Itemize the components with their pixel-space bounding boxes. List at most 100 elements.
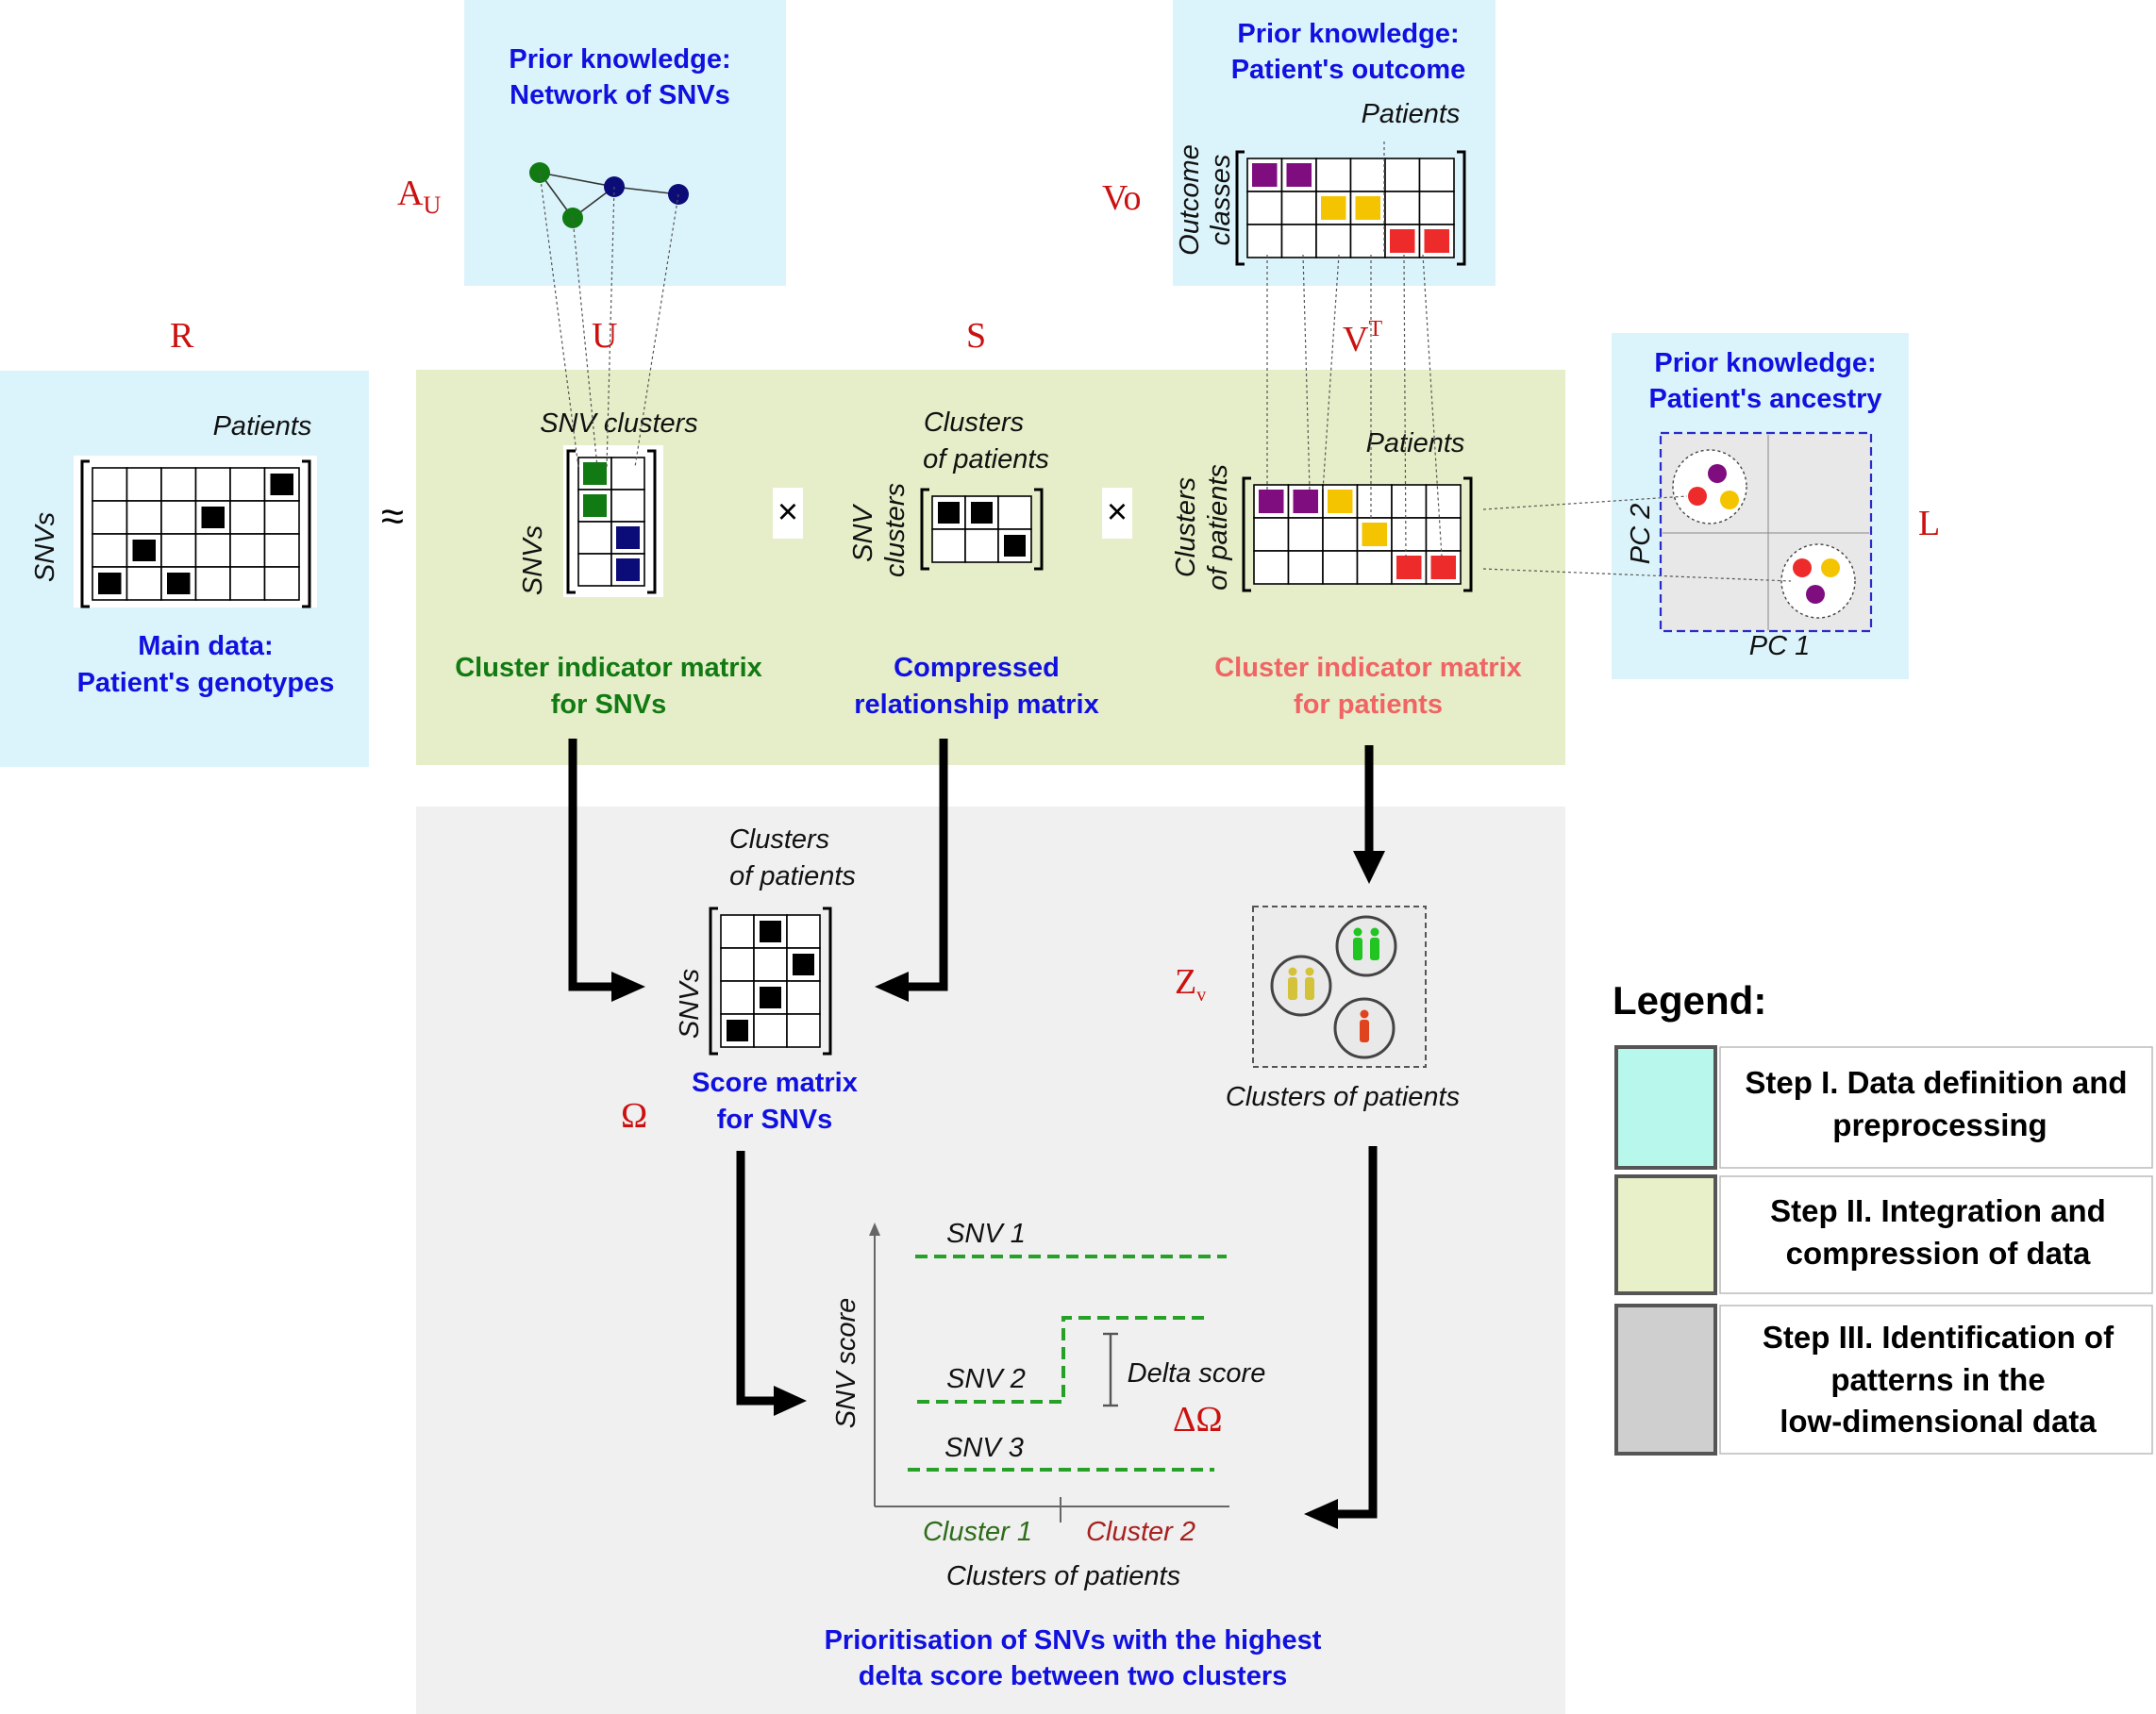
matrix-cell bbox=[160, 533, 197, 568]
ancestry-point-purple bbox=[1708, 464, 1727, 483]
matrix-cell bbox=[577, 521, 612, 555]
u-cols-label: SNV clusters bbox=[540, 408, 698, 439]
matrix-filled-cell bbox=[1424, 229, 1449, 253]
legend-step1-line-1: Step I. Data definition and bbox=[1745, 1065, 2127, 1100]
symbol-omega: Ω bbox=[621, 1096, 647, 1136]
patient-clusters-label: Clusters of patients bbox=[1226, 1082, 1460, 1112]
matrix-bracket-right bbox=[302, 459, 311, 608]
matrix-cell bbox=[229, 533, 266, 568]
cluster1-label: Cluster 1 bbox=[923, 1517, 1032, 1547]
matrix-cell bbox=[263, 566, 300, 601]
legend-title: Legend: bbox=[1613, 978, 1766, 1023]
ancestry-point-yellow bbox=[1821, 558, 1840, 577]
ancestry-point-purple bbox=[1806, 585, 1825, 604]
matrix-cell bbox=[610, 489, 645, 523]
matrix-cell bbox=[1425, 517, 1462, 552]
matrix-cell bbox=[1253, 517, 1290, 552]
matrix-cell bbox=[194, 566, 231, 601]
s-title-1: Compressed bbox=[894, 653, 1060, 683]
snv-cluster-indicator-matrix bbox=[566, 449, 657, 594]
matrix-filled-cell bbox=[760, 921, 781, 942]
matrix-filled-cell bbox=[583, 462, 607, 485]
matrix-bracket-left bbox=[1235, 150, 1245, 266]
legend-step2-line-1: Step II. Integration and bbox=[1770, 1193, 2106, 1228]
matrix-cell bbox=[1356, 484, 1393, 519]
matrix-cell bbox=[1287, 550, 1324, 585]
s-cols-label-2: of patients bbox=[923, 444, 1049, 474]
matrix-bracket-left bbox=[80, 459, 90, 608]
legend-step3-line-3: low-dimensional data bbox=[1780, 1404, 2097, 1439]
matrix-cell bbox=[1315, 224, 1352, 258]
person-icon bbox=[1360, 1009, 1369, 1042]
matrix-cell bbox=[160, 467, 197, 502]
matrix-cell bbox=[1356, 550, 1393, 585]
legend-step3-line-1: Step III. Identification of bbox=[1763, 1320, 2114, 1355]
matrix-cell bbox=[1280, 224, 1317, 258]
matrix-filled-cell bbox=[583, 494, 607, 517]
matrix-filled-cell bbox=[1430, 556, 1456, 579]
v-rows-label-1: Clusters bbox=[1171, 477, 1201, 577]
person-icon bbox=[1353, 927, 1379, 960]
score-chart bbox=[869, 1223, 1229, 1523]
times-box bbox=[1102, 488, 1132, 539]
v-cols-label: Patients bbox=[1366, 428, 1465, 458]
delta-score-marker bbox=[1103, 1332, 1118, 1407]
score-title-2: for SNVs bbox=[717, 1105, 832, 1135]
matrix-cell bbox=[1322, 517, 1359, 552]
prior-outcome-title-1: Prior knowledge: bbox=[1237, 19, 1459, 49]
pca-y-axis-label: PC 2 bbox=[1626, 504, 1656, 564]
matrix-cell bbox=[786, 914, 821, 949]
matrix-cell bbox=[1418, 191, 1455, 225]
matrix-cell bbox=[92, 500, 128, 535]
v-rows-label-2: of patients bbox=[1203, 464, 1233, 591]
matrix-cell bbox=[229, 566, 266, 601]
patient-cluster-yellow bbox=[1270, 955, 1332, 1017]
matrix-cell bbox=[194, 467, 231, 502]
matrix-bracket-right bbox=[823, 907, 832, 1056]
matrix-filled-cell bbox=[971, 502, 993, 524]
score-rows-label: SNVs bbox=[675, 969, 705, 1039]
matrix-filled-cell bbox=[1252, 163, 1278, 187]
matrix-cell bbox=[720, 914, 755, 949]
matrix-bracket-right bbox=[1457, 150, 1466, 266]
matrix-cell bbox=[577, 553, 612, 587]
main-data-title-1: Main data: bbox=[138, 631, 273, 661]
delta-score-label: Delta score bbox=[1128, 1358, 1266, 1389]
snv-score-lines bbox=[908, 1255, 1227, 1472]
matrix-cell bbox=[786, 980, 821, 1015]
pca-x-axis-label: PC 1 bbox=[1749, 631, 1810, 661]
symbol-l: L bbox=[1918, 504, 1940, 543]
matrix-cell bbox=[92, 467, 128, 502]
matrix-cell bbox=[1315, 158, 1352, 192]
matrix-cell bbox=[610, 457, 645, 491]
score-matrix bbox=[709, 907, 832, 1056]
main-cols-label: Patients bbox=[213, 411, 312, 441]
matrix-filled-cell bbox=[1004, 535, 1026, 557]
matrix-cell bbox=[125, 467, 162, 502]
matrix-filled-cell bbox=[1390, 229, 1415, 253]
matrix-cell bbox=[786, 1013, 821, 1048]
matrix-filled-cell bbox=[1355, 196, 1380, 220]
symbol-z-v: Zv bbox=[1175, 962, 1206, 1006]
matrix-bracket-left bbox=[920, 488, 929, 571]
flow-arrows bbox=[568, 739, 1385, 1529]
symbol-s: S bbox=[966, 316, 986, 356]
compressed-relationship-matrix bbox=[920, 488, 1044, 571]
v-title-1: Cluster indicator matrix bbox=[1214, 653, 1522, 683]
patient-cluster-indicator-matrix bbox=[1242, 476, 1473, 592]
symbol-v-t: VT bbox=[1343, 317, 1382, 359]
times-symbol: × bbox=[777, 492, 798, 532]
network-to-u-connectors bbox=[539, 172, 679, 468]
matrix-cell bbox=[229, 500, 266, 535]
matrix-cell bbox=[1349, 158, 1386, 192]
outcome-cols-label: Patients bbox=[1362, 99, 1461, 129]
outcome-matrix bbox=[1235, 150, 1466, 266]
ancestry-point-yellow bbox=[1720, 491, 1739, 509]
prior-network-panel bbox=[464, 0, 786, 286]
matrix-cell bbox=[125, 500, 162, 535]
score-title-1: Score matrix bbox=[692, 1068, 858, 1098]
u-rows-label: SNVs bbox=[518, 525, 548, 595]
matrix-cell bbox=[263, 500, 300, 535]
prior-ancestry-title-1: Prior knowledge: bbox=[1654, 348, 1876, 378]
